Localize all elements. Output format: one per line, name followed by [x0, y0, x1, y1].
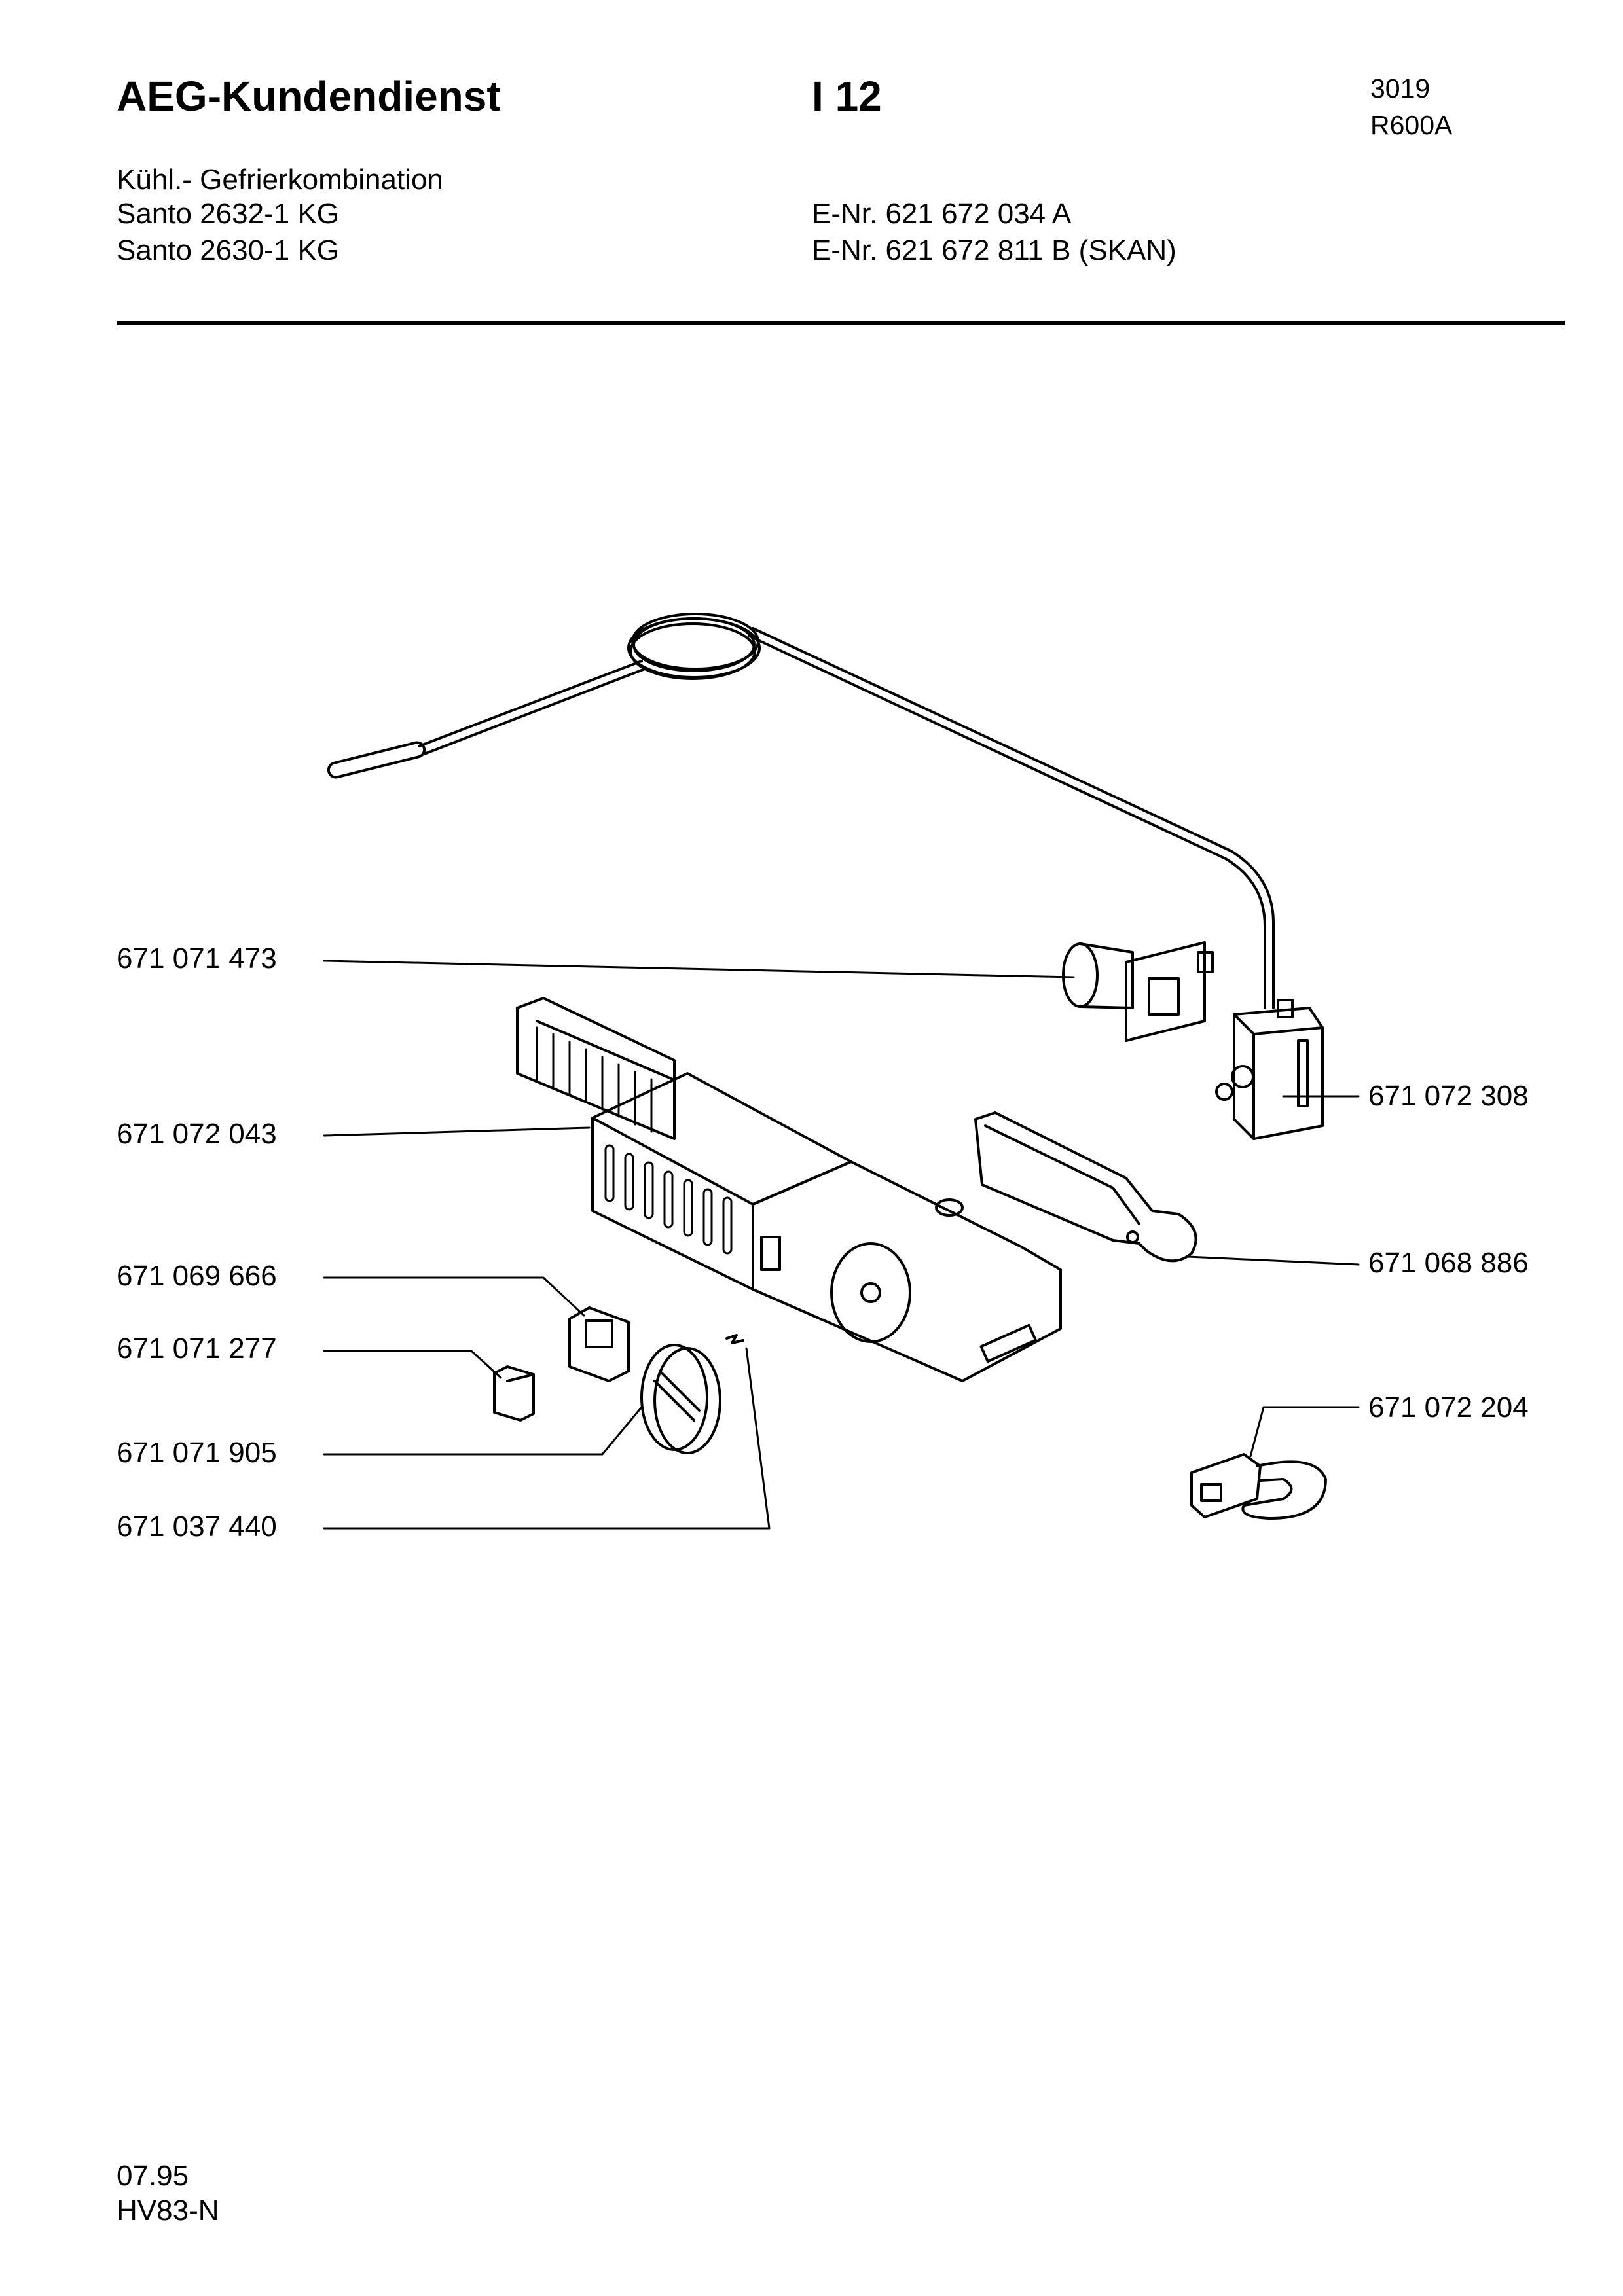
switch-cap — [493, 1365, 535, 1422]
switch-rocker — [585, 1319, 613, 1348]
knob-mount — [830, 1242, 911, 1343]
refrigerant-type: R600A — [1370, 110, 1453, 140]
product-type: Kühl.- Gefrierkombination — [117, 164, 443, 196]
tube-coil — [631, 613, 759, 670]
e-number: E-Nr. 621 672 811 B (SKAN) — [812, 234, 1176, 266]
thermostat — [1215, 999, 1324, 1140]
cover-plate — [974, 1111, 1197, 1263]
cover-plate-edge — [984, 1124, 1140, 1225]
control-housing — [516, 997, 1062, 1382]
lamp-holder-bracket — [1125, 941, 1206, 1042]
part-label-control-housing: 671 072 043 — [117, 1118, 277, 1150]
connector-socket — [1200, 1483, 1222, 1502]
part-label-switch-cap: 671 071 277 — [117, 1333, 277, 1365]
tube-segment — [748, 635, 1266, 1009]
header-divider — [117, 321, 1565, 325]
part-label-lamp-holder: 671 071 473 — [117, 942, 277, 975]
leader-lines — [323, 960, 1360, 1530]
clip-wire — [725, 1334, 744, 1344]
thermostat-knob — [640, 1344, 721, 1454]
vent-slots — [536, 1026, 653, 1133]
housing-indicator-window — [760, 1236, 781, 1271]
cover-plate-outline — [974, 1111, 1197, 1263]
footer-date: 07.95 — [117, 2160, 189, 2192]
lamp-holder-window — [1148, 977, 1180, 1016]
thermostat-slot — [1297, 1039, 1309, 1107]
housing-right-section — [752, 1160, 1062, 1382]
knob-grip — [653, 1380, 695, 1422]
tube-coil — [629, 622, 756, 680]
switch-cap-edge — [506, 1373, 535, 1382]
connector — [1190, 1453, 1327, 1520]
leader-line — [1187, 1255, 1360, 1266]
thermostat-tube-entry — [1277, 999, 1294, 1018]
switch-cap-body — [493, 1365, 535, 1422]
lamp-socket-front — [1062, 942, 1099, 1008]
knob-mount-hub — [860, 1282, 881, 1303]
brand-title: AEG-Kundendienst — [117, 73, 501, 120]
housing-tab — [979, 1323, 1037, 1363]
sensor-tip — [327, 741, 426, 779]
tube-segment — [752, 627, 1275, 1009]
lamp-socket-body — [1079, 942, 1134, 1009]
model-name: Santo 2630-1 KG — [117, 234, 340, 266]
leader-line — [323, 1350, 502, 1379]
connector-body — [1190, 1453, 1262, 1518]
switch-body — [568, 1306, 630, 1382]
capillary-tube — [327, 613, 1275, 1009]
housing-slots — [604, 1144, 733, 1255]
thermostat-body — [1233, 1007, 1324, 1140]
tube-segment — [418, 660, 643, 747]
tube-segment — [423, 668, 646, 755]
leader-line — [323, 1126, 591, 1137]
part-label-thermostat: 671 072 308 — [1368, 1080, 1529, 1112]
cover-plate-hole — [1126, 1230, 1139, 1244]
vent-grille-face — [516, 1007, 676, 1140]
spring-clip — [725, 1334, 744, 1344]
model-name: Santo 2632-1 KG — [117, 198, 340, 230]
thermostat-shaft-tip — [1215, 1083, 1233, 1101]
leader-line — [323, 1347, 771, 1530]
lamp-holder — [1062, 941, 1214, 1042]
housing-top — [591, 1072, 852, 1206]
vent-grille-top — [516, 997, 676, 1081]
part-label-spring-clip: 671 037 440 — [117, 1511, 277, 1543]
thermostat-shaft — [1231, 1065, 1254, 1088]
leader-line — [323, 1406, 643, 1456]
lamp-holder-clip — [1197, 951, 1214, 973]
e-number: E-Nr. 621 672 034 A — [812, 198, 1072, 230]
rocker-switch — [568, 1306, 630, 1382]
leader-line — [323, 960, 1075, 978]
part-label-connector: 671 072 204 — [1368, 1391, 1529, 1424]
connector-flange — [1241, 1460, 1327, 1520]
part-label-cover-plate: 671 068 886 — [1368, 1247, 1529, 1279]
leader-line — [1249, 1406, 1360, 1458]
part-label-thermostat-knob: 671 071 905 — [117, 1437, 277, 1469]
housing-lug — [935, 1198, 964, 1217]
part-label-rocker-switch: 671 069 666 — [117, 1260, 277, 1292]
knob-rim — [653, 1347, 721, 1454]
page-code: I 12 — [812, 73, 882, 120]
document-number: 3019 — [1370, 73, 1431, 103]
leader-line — [323, 1276, 585, 1317]
footer-code: HV83-N — [117, 2195, 219, 2227]
knob-grip — [659, 1370, 701, 1412]
knob-face — [640, 1344, 708, 1451]
